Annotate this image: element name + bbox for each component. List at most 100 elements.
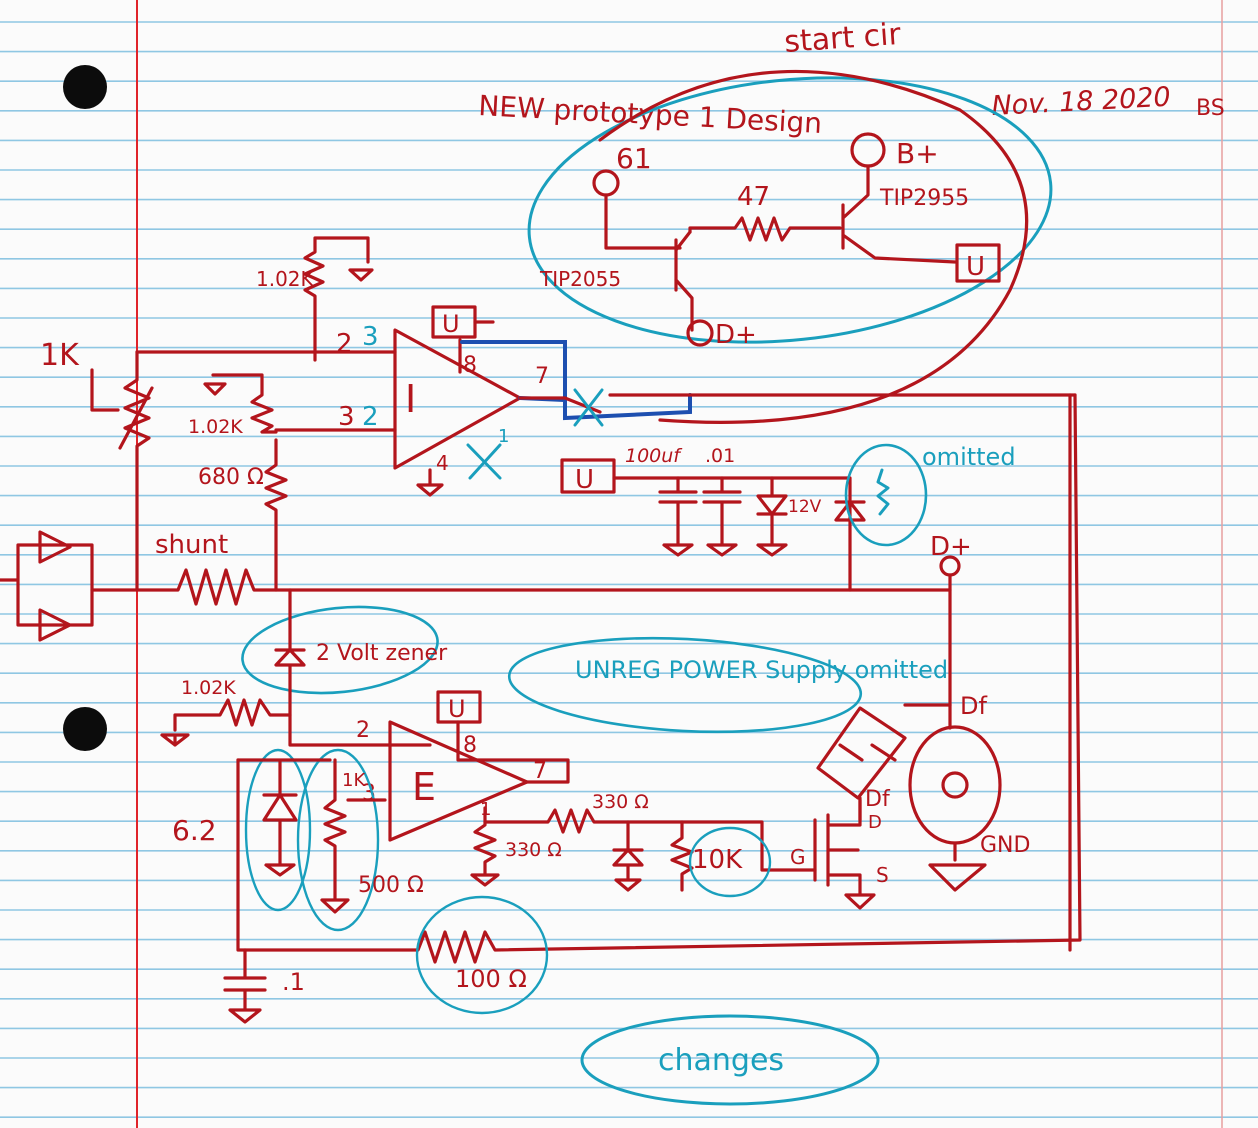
label-bplus: B+	[896, 137, 939, 170]
label-r47: 47	[737, 182, 770, 212]
cross-out-pin1	[466, 443, 502, 480]
resistor-680	[264, 438, 288, 592]
label-zener-2v: 2 Volt zener	[316, 641, 448, 666]
flyback-diodes	[816, 703, 952, 822]
zener-6.2-ring	[244, 748, 312, 912]
label-r1k-small: 1K	[342, 770, 366, 791]
pin-4-op1: 4	[436, 451, 449, 475]
label-opamp-I: I	[405, 377, 416, 421]
label-df-top: Df	[960, 692, 987, 720]
omitted-ring	[844, 443, 928, 547]
pot-1.02k-bottom	[160, 698, 292, 747]
label-u-top-right: U	[966, 252, 985, 282]
box-u-mid	[560, 458, 616, 494]
binder-hole-top	[63, 65, 107, 109]
cap-100uf	[658, 476, 698, 557]
pin-2-op1-old: 2	[336, 329, 353, 359]
left-network: 1K 1.02K 680 Ω shunt	[0, 338, 952, 642]
zener-12v	[756, 476, 788, 557]
pin-2-op1: 2	[362, 402, 379, 432]
label-r500: 500 Ω	[358, 873, 424, 898]
pin-7-op2: 7	[533, 759, 547, 784]
transistor-tip2955	[841, 164, 957, 264]
mid-supply: U 100uf .01 12V omitted D+	[560, 443, 1016, 707]
wire-motor	[928, 703, 987, 892]
diodes-left	[0, 530, 94, 642]
wire-op1-pin8	[458, 320, 495, 374]
wire-op2-pin8	[456, 720, 570, 784]
label-dplus-mid: D+	[930, 532, 972, 562]
mosfet	[813, 798, 876, 910]
cap-01	[702, 476, 742, 557]
pin-1-op1: 1	[498, 426, 509, 447]
pin-3-op1: 3	[362, 322, 379, 352]
pin-3-op1-old: 3	[338, 402, 355, 432]
binder-hole-bottom	[63, 707, 107, 751]
label-61: 61	[616, 142, 652, 175]
label-cap-bottom: .1	[282, 968, 305, 996]
zener-6.2	[236, 758, 332, 877]
pot-1k-small	[320, 758, 387, 914]
label-cap-100uf: 100uf	[625, 445, 683, 467]
zener-gate	[612, 820, 644, 892]
start-circuit-red-loop	[598, 69, 1029, 424]
label-drain: D	[868, 812, 882, 833]
label-tip2055: TIP2055	[539, 267, 621, 291]
label-zener-12v: 12V	[788, 497, 822, 517]
resistor-shunt	[90, 568, 952, 606]
pot-1k-left	[90, 350, 154, 592]
label-u-op2: U	[448, 695, 466, 723]
label-opamp-E: E	[412, 765, 436, 809]
label-pot-bottom: 1.02K	[181, 677, 236, 699]
opamp-I-body	[393, 328, 522, 470]
label-changes: changes	[658, 1043, 784, 1078]
label-df-mid: Df	[865, 787, 891, 812]
zener-2v-ring	[241, 605, 439, 695]
inductor-omitted	[876, 468, 890, 516]
zener-2v	[274, 588, 432, 747]
terminal-bplus	[850, 132, 886, 168]
page-date: Nov. 18 2020	[991, 82, 1172, 122]
opamp-E-section: 2 Volt zener UNREG POWER Supply omitted …	[160, 393, 1082, 1024]
cross-out-op1	[573, 388, 604, 427]
label-pot-top: 1.02K	[256, 267, 315, 291]
label-dplus-top: D+	[715, 320, 757, 350]
label-r100: 100 Ω	[455, 965, 527, 993]
resistor-330-series	[483, 808, 817, 872]
motor-body	[908, 725, 1002, 845]
label-u-op1: U	[442, 310, 460, 338]
label-zener-6.2: 6.2	[172, 814, 217, 847]
label-gate: G	[790, 845, 806, 869]
resistor-10k	[670, 820, 694, 892]
label-r330a: 330 Ω	[592, 791, 649, 813]
start-circuit-outline	[527, 76, 1053, 344]
label-omitted-top: omitted	[922, 443, 1016, 471]
label-r10k: 10K	[692, 845, 743, 875]
label-tip2955: TIP2955	[879, 186, 969, 211]
transistor-tip2055	[674, 230, 694, 332]
label-gnd: GND	[980, 833, 1030, 858]
label-u-mid: U	[575, 465, 594, 495]
label-r680: 680 Ω	[198, 465, 264, 490]
label-pot-mid: 1.02K	[188, 416, 243, 438]
wire-61	[604, 193, 682, 250]
label-shunt: shunt	[155, 530, 228, 560]
pin-8-op2: 8	[463, 733, 477, 758]
ground-pin4	[416, 468, 444, 497]
box-u-top-right	[955, 243, 1001, 283]
terminal-dplus-top	[686, 319, 714, 347]
pin-2-op2: 2	[356, 718, 370, 743]
resistor-330-gnd	[470, 806, 500, 887]
resistor-100-ring	[415, 895, 549, 1015]
pot-1k-ring	[296, 748, 380, 932]
pin-8-op1: 8	[463, 353, 477, 378]
motor-armature	[941, 771, 969, 799]
pot-1.02k-top	[303, 236, 374, 362]
label-r1k: 1K	[40, 338, 80, 373]
resistor-10k-ring	[688, 826, 772, 898]
terminal-61	[592, 169, 620, 197]
label-unreg: UNREG POWER Supply omitted	[575, 656, 948, 684]
note-top: start cir	[783, 17, 902, 60]
opamp-I-section: 1.02K I 3 2 2 3 U 8 7 4 1	[135, 236, 1077, 952]
